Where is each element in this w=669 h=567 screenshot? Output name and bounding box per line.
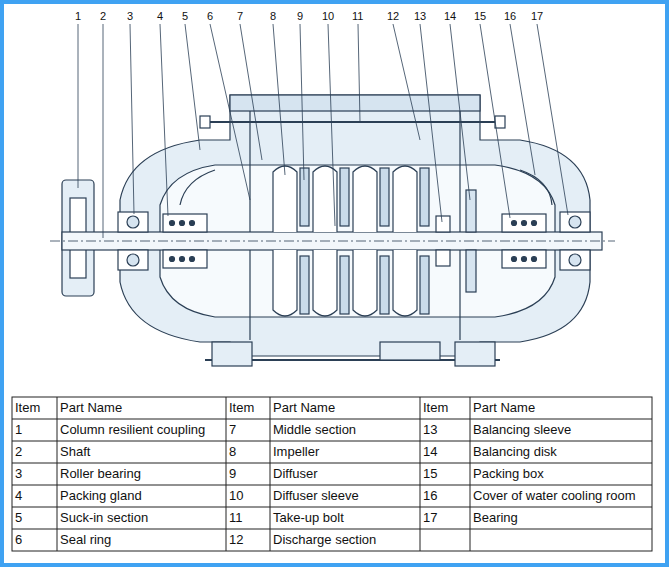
table-item: 12 <box>229 532 243 548</box>
callout-number: 13 <box>413 10 427 22</box>
callout-number: 10 <box>321 10 335 22</box>
table-item: 7 <box>229 422 236 438</box>
table-item: 16 <box>423 488 437 504</box>
callout-number: 11 <box>351 10 364 22</box>
table-header: Part Name <box>273 400 335 416</box>
table-part-name: Cover of water cooling room <box>473 488 636 504</box>
table-item: 11 <box>229 510 243 526</box>
packing-box <box>163 250 207 268</box>
table-item: 8 <box>229 444 236 460</box>
table-item: 10 <box>229 488 243 504</box>
take-up-bolt <box>205 121 500 123</box>
table-part-name: Middle section <box>273 422 356 438</box>
pump-section <box>50 95 615 366</box>
bearing <box>560 212 590 232</box>
table-item: 1 <box>15 422 22 438</box>
packing-box <box>502 214 546 232</box>
foot <box>212 342 252 366</box>
table-header: Item <box>229 400 254 416</box>
table-part-name: Roller bearing <box>60 466 141 482</box>
table-part-name: Diffuser sleeve <box>273 488 359 504</box>
section-line <box>459 111 460 340</box>
callout-number: 15 <box>473 10 487 22</box>
centerline <box>50 241 615 242</box>
callout-number: 1 <box>74 10 82 22</box>
table-item: 13 <box>423 422 437 438</box>
table-item: 17 <box>423 510 437 526</box>
cooling-cover <box>520 170 552 205</box>
bearing <box>118 250 148 270</box>
packing-box <box>502 250 546 268</box>
callout-number: 14 <box>443 10 457 22</box>
table-item: 2 <box>15 444 22 460</box>
nut <box>495 116 505 128</box>
impellers <box>273 166 417 316</box>
table-part-name: Balancing disk <box>473 444 557 460</box>
callout-number: 5 <box>181 10 189 22</box>
balancing-disk <box>466 250 476 292</box>
table-part-name: Packing box <box>473 466 544 482</box>
foot <box>380 342 440 360</box>
table-part-name: Suck-in section <box>60 510 148 526</box>
parts-table-grid <box>12 397 652 551</box>
diffusers <box>300 168 429 314</box>
table-item: 9 <box>229 466 236 482</box>
callout-number: 7 <box>236 10 244 22</box>
table-item: 5 <box>15 510 22 526</box>
table-header: Part Name <box>473 400 535 416</box>
callout-number: 3 <box>126 10 134 22</box>
table-header: Part Name <box>60 400 122 416</box>
callout-number: 6 <box>206 10 214 22</box>
table-item: 3 <box>15 466 22 482</box>
table-item: 15 <box>423 466 437 482</box>
table-part-name: Diffuser <box>273 466 318 482</box>
table-item: 6 <box>15 532 22 548</box>
table-header: Item <box>15 400 40 416</box>
callout-number: 2 <box>99 10 107 22</box>
table-part-name: Bearing <box>473 510 518 526</box>
table-part-name: Take-up bolt <box>273 510 344 526</box>
balancing-sleeve <box>436 250 450 266</box>
balancing-sleeve <box>436 216 450 232</box>
table-part-name: Seal ring <box>60 532 111 548</box>
bearing <box>118 212 148 232</box>
table-part-name: Discharge section <box>273 532 376 548</box>
top-flange <box>230 95 480 111</box>
bearing <box>560 250 590 270</box>
callout-number: 4 <box>156 10 164 22</box>
table-part-name: Shaft <box>60 444 90 460</box>
table-part-name: Balancing sleeve <box>473 422 571 438</box>
table-item: 4 <box>15 488 22 504</box>
balancing-disk <box>466 190 476 232</box>
packing-box <box>163 214 207 232</box>
casing <box>120 95 590 356</box>
table-item: 14 <box>423 444 437 460</box>
callout-number: 17 <box>530 10 544 22</box>
callout-number: 12 <box>386 10 400 22</box>
callout-number: 9 <box>296 10 304 22</box>
callout-number: 8 <box>269 10 277 22</box>
table-part-name: Column resilient coupling <box>60 422 205 438</box>
nut <box>200 116 210 128</box>
table-part-name: Packing gland <box>60 488 142 504</box>
leader-lines <box>78 24 568 238</box>
suction-wall <box>180 170 215 205</box>
callout-number: 16 <box>503 10 517 22</box>
foot <box>455 342 495 366</box>
section-line <box>249 111 250 340</box>
table-header: Item <box>423 400 448 416</box>
table-part-name: Impeller <box>273 444 319 460</box>
